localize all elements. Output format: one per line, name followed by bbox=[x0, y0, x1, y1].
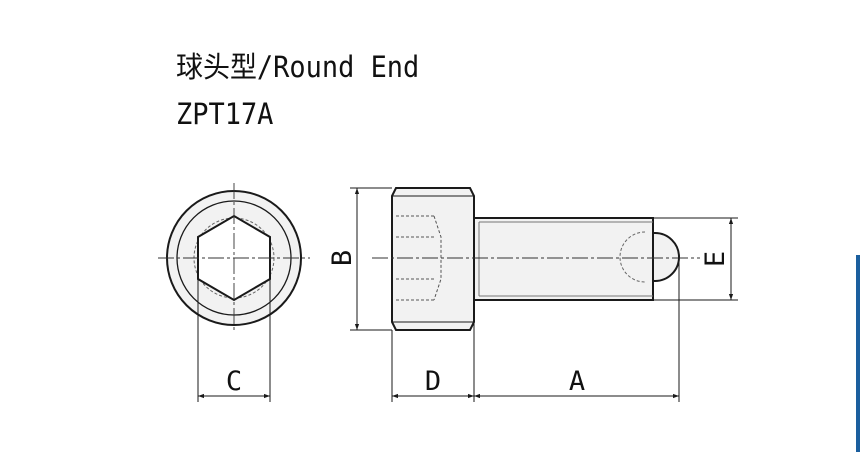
dimension-a: A bbox=[474, 257, 680, 402]
dimension-label-a: A bbox=[569, 366, 585, 397]
dimension-label-b: B bbox=[327, 250, 358, 266]
dimension-label-c: C bbox=[226, 366, 242, 397]
dimension-c: C bbox=[197, 279, 271, 402]
dimension-label-e: E bbox=[700, 251, 731, 267]
title-line-1: 球头型/Round End bbox=[176, 50, 420, 84]
threaded-shank bbox=[473, 217, 654, 301]
ball-seat-arc bbox=[619, 231, 646, 283]
hidden-socket bbox=[396, 215, 442, 301]
dimension-d: D bbox=[391, 300, 475, 402]
part-code: ZPT17A bbox=[176, 97, 274, 131]
screw-head bbox=[391, 187, 475, 331]
dimension-label-d: D bbox=[425, 366, 441, 397]
side-view bbox=[372, 187, 700, 331]
dimension-b: B bbox=[327, 187, 392, 331]
end-view bbox=[158, 183, 310, 333]
accent-bar bbox=[856, 255, 860, 452]
dimension-e: E bbox=[653, 217, 738, 301]
